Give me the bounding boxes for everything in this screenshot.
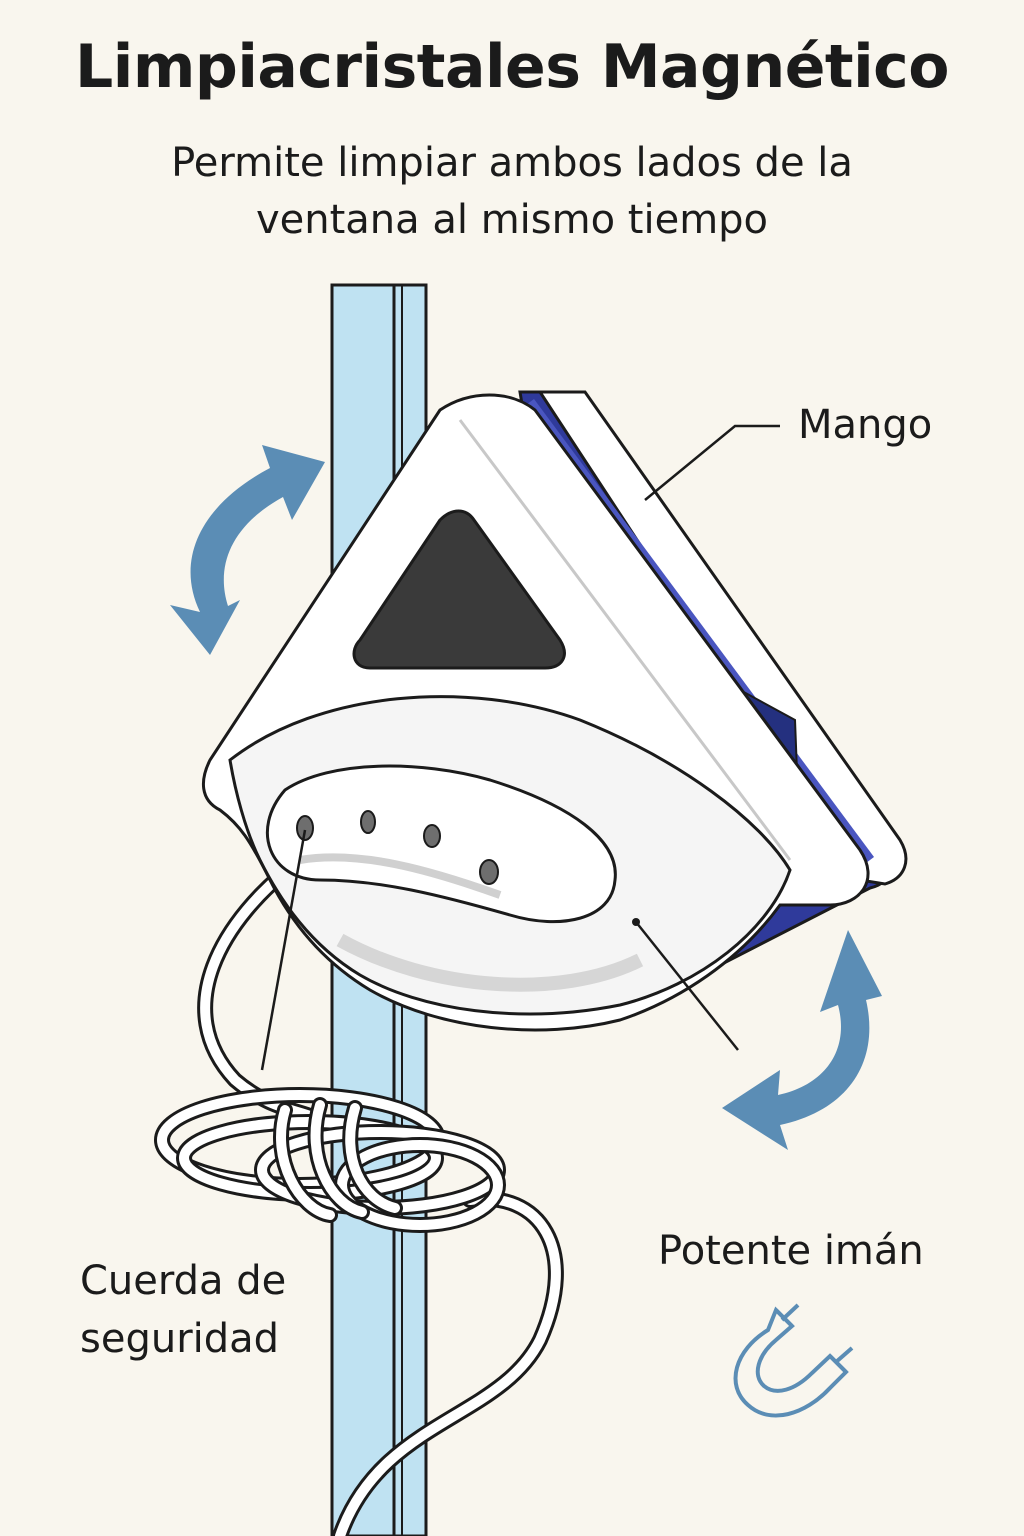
iman-leader — [635, 921, 739, 1051]
label-powerful-magnet: Potente imán — [658, 1228, 924, 1274]
rotate-arrow-icon-2 — [722, 930, 882, 1150]
label-mango: Mango — [798, 402, 933, 448]
leader-lines — [260, 424, 780, 1071]
label-safety-rope-line-2: seguridad — [80, 1316, 280, 1362]
safety-rope — [154, 852, 564, 1536]
subtitle-line-1: Permite limpiar ambos lados de la — [171, 140, 853, 186]
subtitle-line-2: ventana al mismo tiempo — [255, 197, 769, 243]
cuerda-leader — [260, 829, 307, 1071]
magnet-icon — [733, 1303, 854, 1418]
label-safety-rope: Cuerda de seguridad — [80, 1252, 286, 1368]
page-title: Limpiacristales Magnético — [75, 32, 949, 102]
cleaner-body — [201, 393, 870, 1032]
rotate-arrow-icon — [170, 445, 325, 655]
label-safety-rope-line-1: Cuerda de — [80, 1258, 287, 1304]
mango-leader — [644, 424, 780, 501]
